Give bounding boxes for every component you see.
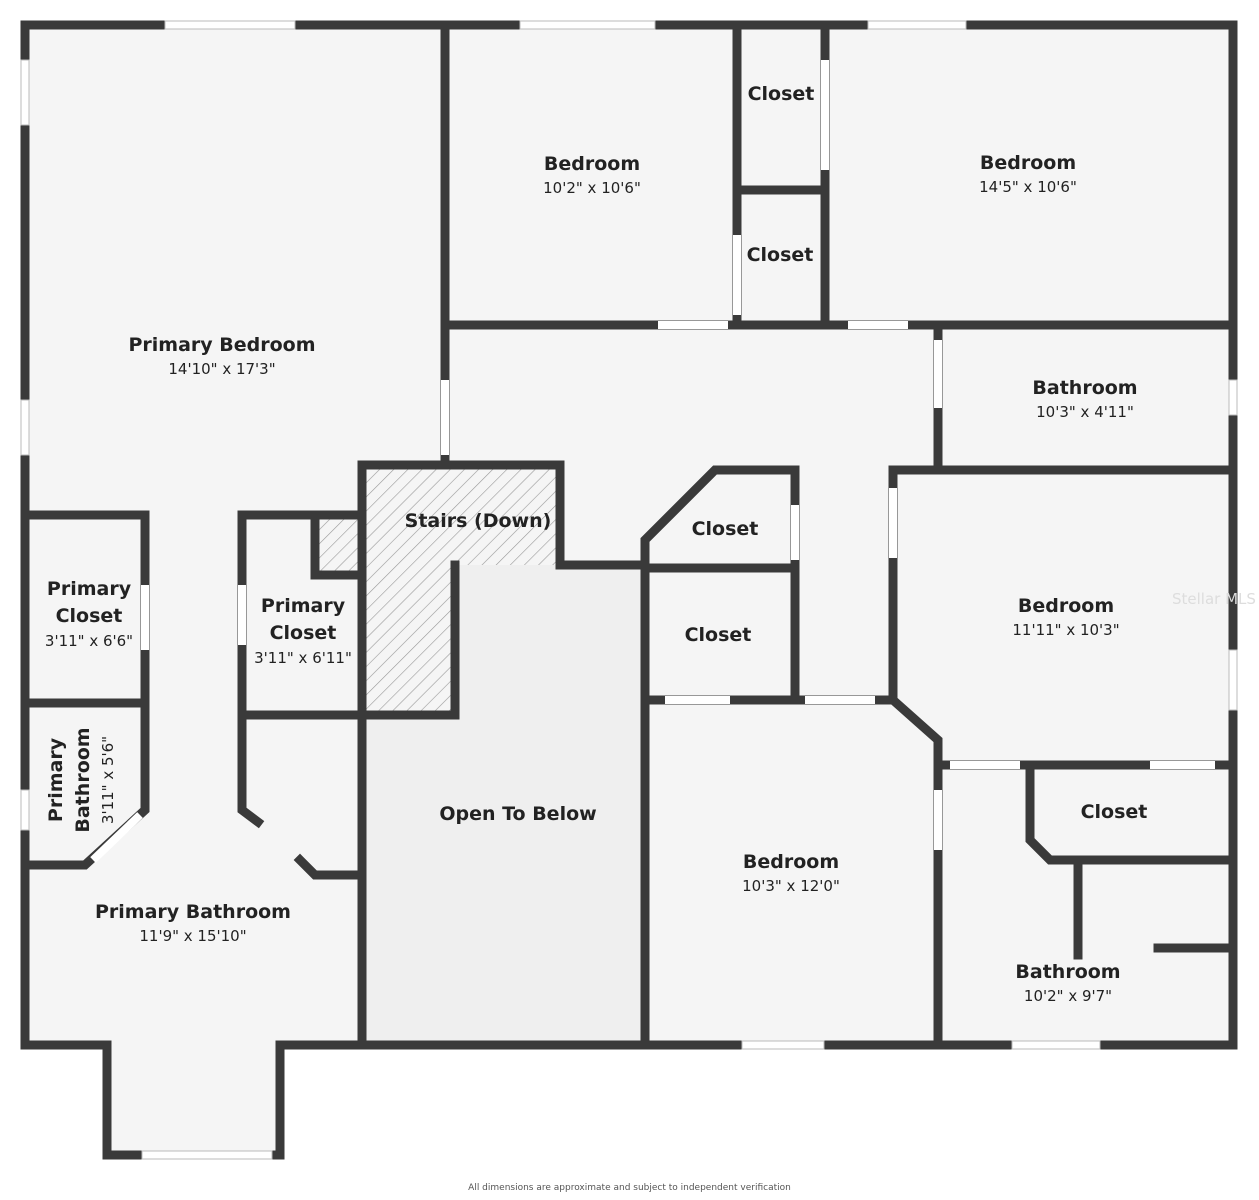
room-dimensions: 11'9" x 15'10" — [139, 927, 246, 945]
room-dimensions: 10'2" x 9'7" — [1024, 987, 1112, 1005]
room-primary-bathroom: Primary Bathroom 11'9" x 15'10" — [95, 901, 291, 945]
room-name: Closet — [56, 605, 123, 627]
room-name: Primary Bathroom — [95, 901, 291, 923]
room-name: Bedroom — [1018, 595, 1114, 617]
room-name: Closet — [270, 622, 337, 644]
room-dimensions: 3'11" x 6'6" — [45, 632, 133, 650]
room-stairs: Stairs (Down) — [405, 510, 552, 532]
room-bedroom-3: Bedroom 11'11" x 10'3" — [1012, 595, 1119, 639]
room-open-to-below: Open To Below — [439, 803, 596, 825]
room-closet-5: Closet — [1081, 801, 1148, 823]
room-closet-4: Closet — [685, 624, 752, 646]
room-bedroom-4: Bedroom 10'3" x 12'0" — [742, 851, 840, 895]
room-primary-closet-2: Primary Closet 3'11" x 6'11" — [254, 595, 352, 667]
room-dimensions: 3'11" x 5'6" — [99, 736, 117, 824]
room-bathroom-2: Bathroom 10'2" x 9'7" — [1015, 961, 1120, 1005]
room-name: Primary — [45, 737, 67, 822]
room-dimensions: 10'3" x 12'0" — [742, 877, 840, 895]
open-to-below-area — [362, 565, 645, 1045]
room-bedroom-1: Bedroom 10'2" x 10'6" — [543, 153, 641, 197]
room-primary-closet-1: Primary Closet 3'11" x 6'6" — [45, 578, 133, 650]
openings — [20, 20, 1238, 1160]
room-name: Bedroom — [743, 851, 839, 873]
room-bedroom-2: Bedroom 14'5" x 10'6" — [979, 152, 1077, 196]
room-name: Primary — [47, 578, 132, 600]
stairs-hatch — [362, 465, 560, 715]
small-hatch — [315, 515, 360, 575]
room-name: Bathroom — [1032, 377, 1137, 399]
room-name: Bedroom — [980, 152, 1076, 174]
room-closet-1: Closet — [748, 83, 815, 105]
room-name: Bathroom — [72, 727, 94, 832]
room-name: Bathroom — [1015, 961, 1120, 983]
room-dimensions: 14'10" x 17'3" — [168, 360, 275, 378]
room-name: Primary — [261, 595, 346, 617]
room-dimensions: 10'2" x 10'6" — [543, 179, 641, 197]
room-name: Bedroom — [544, 153, 640, 175]
room-dimensions: 10'3" x 4'11" — [1036, 403, 1134, 421]
room-name: Primary Bedroom — [128, 334, 315, 356]
room-closet-2: Closet — [747, 244, 814, 266]
room-dimensions: 3'11" x 6'11" — [254, 649, 352, 667]
room-closet-3: Closet — [692, 518, 759, 540]
watermark: Stellar MLS — [1172, 590, 1256, 608]
disclaimer-footer: All dimensions are approximate and subje… — [468, 1183, 791, 1193]
room-dimensions: 11'11" x 10'3" — [1012, 621, 1119, 639]
room-dimensions: 14'5" x 10'6" — [979, 178, 1077, 196]
room-primary-bedroom: Primary Bedroom 14'10" x 17'3" — [128, 334, 315, 378]
room-primary-bathroom-small: Primary Bathroom 3'11" x 5'6" — [45, 727, 117, 832]
room-bathroom-1: Bathroom 10'3" x 4'11" — [1032, 377, 1137, 421]
